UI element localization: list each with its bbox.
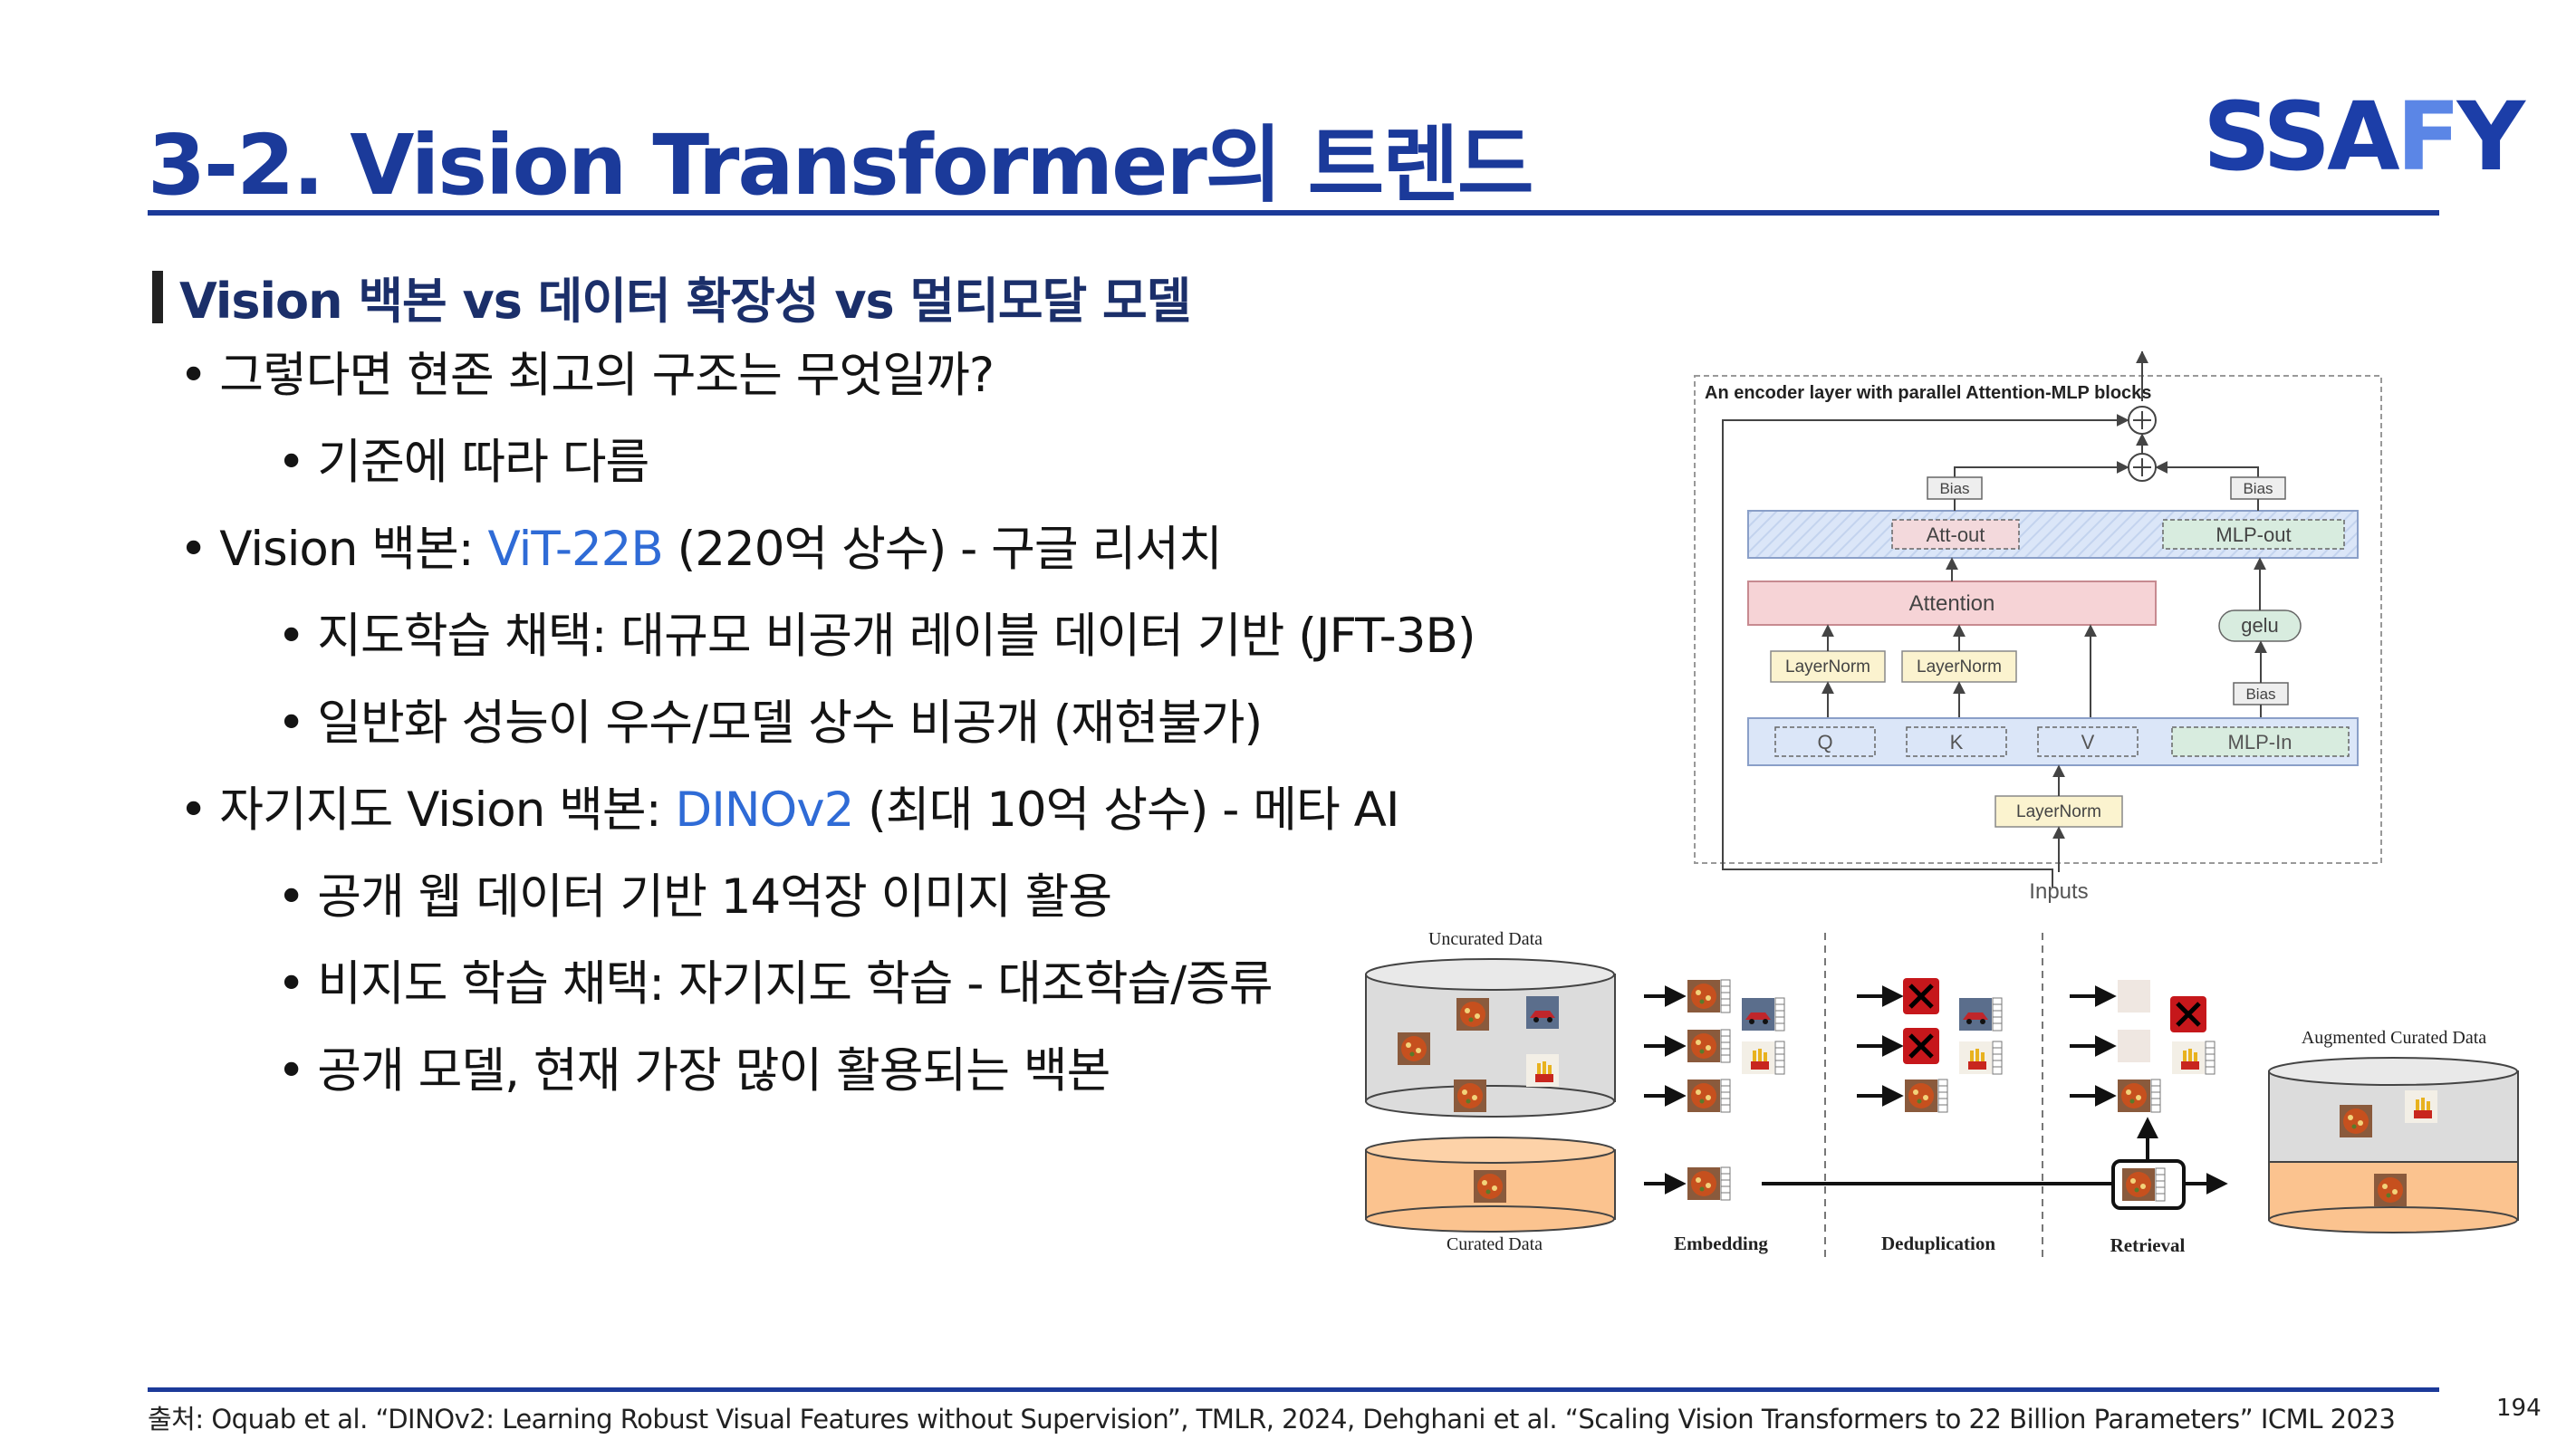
model-name: ViT-22B — [487, 522, 664, 577]
bullet-item: •Vision 백본: ViT-22B (220억 상수) - 구글 리서치 — [179, 511, 1223, 580]
bullet-text: Vision 백본: — [219, 522, 488, 577]
svg-text:V: V — [2081, 731, 2095, 753]
bullet-item: •비지도 학습 채택: 자기지도 학습 - 대조학습/증류 — [277, 945, 1274, 1014]
svg-text:K: K — [1950, 731, 1964, 753]
model-name: DINOv2 — [675, 782, 854, 838]
att-out-label: Att-out — [1927, 523, 1985, 546]
layernorm-block — [1994, 795, 2123, 828]
bullet-item: •일반화 성능이 우수/모델 상수 비공개 (재현불가) — [277, 685, 1263, 753]
encoder-layer-diagram: An encoder layer with parallel Attention… — [1692, 350, 2389, 913]
car-image-icon — [1526, 996, 1559, 1029]
bullet-text: 자기지도 Vision 백본: — [219, 782, 676, 838]
svg-text:LayerNorm: LayerNorm — [1785, 657, 1870, 677]
bullet-text: 비지도 학습 채택: 자기지도 학습 - 대조학습/증류 — [317, 956, 1273, 1012]
svg-text:gelu: gelu — [2241, 614, 2279, 637]
bullet-item: •그렇다면 현존 최고의 구조는 무엇일까? — [179, 337, 995, 406]
bias-label: Bias — [1939, 480, 1969, 497]
bullet-dot: • — [277, 435, 305, 490]
deduplication-label: Deduplication — [1881, 1233, 1995, 1254]
encoder-frame — [1694, 375, 2382, 864]
bullet-text: 공개 웹 데이터 기반 14억장 이미지 활용 — [317, 869, 1112, 925]
bullet-item: •공개 웹 데이터 기반 14억장 이미지 활용 — [277, 859, 1112, 927]
bullet-item: •기준에 따라 다름 — [277, 424, 649, 493]
layernorm-block — [1770, 650, 1886, 683]
bullet-dot: • — [277, 956, 305, 1012]
svg-text:LayerNorm: LayerNorm — [1917, 657, 2002, 677]
svg-text:Attention: Attention — [1909, 591, 1995, 616]
inputs-label: Inputs — [2029, 879, 2088, 904]
bullet-text: (최대 10억 상수) - 메타 AI — [853, 782, 1399, 838]
title-divider — [148, 210, 2439, 216]
svg-text:LayerNorm: LayerNorm — [2016, 802, 2101, 821]
bullet-item: •지도학습 채택: 대규모 비공개 레이블 데이터 기반 (JFT-3B) — [277, 598, 1476, 667]
augmented-label: Augmented Curated Data — [2302, 1028, 2486, 1048]
bias-label: Bias — [2243, 480, 2273, 497]
ssafy-logo: SSAFY — [2203, 82, 2525, 192]
bullet-text: (220억 상수) - 구글 리서치 — [662, 522, 1223, 577]
bullet-item: •공개 모델, 현재 가장 많이 활용되는 백본 — [277, 1032, 1110, 1101]
bullet-dot: • — [179, 522, 207, 577]
bullet-text: 그렇다면 현존 최고의 구조는 무엇일까? — [219, 348, 995, 403]
retrieval-label: Retrieval — [2110, 1234, 2186, 1256]
food-image-icon — [1456, 998, 1489, 1031]
source-citation: 출처: Oquab et al. “DINOv2: Learning Robus… — [148, 1404, 2396, 1435]
bullet-text: 공개 모델, 현재 가장 많이 활용되는 백본 — [317, 1043, 1110, 1099]
bullet-text: 지도학습 채택: 대규모 비공개 레이블 데이터 기반 (JFT-3B) — [317, 609, 1475, 664]
bullet-dot: • — [179, 348, 207, 403]
bullet-dot: • — [277, 609, 305, 664]
section-bar — [152, 270, 163, 323]
bullet-dot: • — [277, 869, 305, 925]
layernorm-block — [1901, 650, 2017, 683]
curated-label: Curated Data — [1447, 1234, 1543, 1254]
bullet-text: 기준에 따라 다름 — [317, 435, 649, 490]
footer-divider — [148, 1387, 2439, 1392]
embedding-label: Embedding — [1674, 1233, 1768, 1254]
bullet-item: •자기지도 Vision 백본: DINOv2 (최대 10억 상수) - 메타… — [179, 772, 1400, 840]
food-image-icon — [1474, 1170, 1506, 1203]
svg-text:MLP-In: MLP-In — [2228, 731, 2292, 753]
removed-icon — [1903, 978, 1939, 1014]
removed-icon — [1903, 1028, 1939, 1064]
bullet-dot: • — [277, 1043, 305, 1099]
section-heading: Vision 백본 vs 데이터 확장성 vs 멀티모달 모델 — [152, 261, 1191, 332]
data-curation-pipeline: Uncurated Data Curated Data Embedding — [1363, 924, 2541, 1268]
svg-text:Q: Q — [1817, 731, 1832, 753]
slide-title: 3-2. Vision Transformer의 트렌드 — [148, 117, 1534, 214]
uncurated-label: Uncurated Data — [1428, 929, 1543, 949]
bullet-dot: • — [179, 782, 207, 838]
food-image-icon — [1454, 1080, 1486, 1112]
mlp-out-label: MLP-out — [2216, 523, 2291, 546]
food-image-icon — [1526, 1054, 1559, 1087]
food-image-icon — [1398, 1032, 1430, 1065]
removed-icon — [2170, 996, 2206, 1032]
bullet-text: 일반화 성능이 우수/모델 상수 비공개 (재현불가) — [317, 696, 1263, 751]
bullet-dot: • — [277, 696, 305, 751]
bias-label: Bias — [2245, 686, 2275, 703]
page-number: 194 — [2496, 1395, 2542, 1422]
encoder-title: An encoder layer with parallel Attention… — [1705, 383, 2151, 403]
